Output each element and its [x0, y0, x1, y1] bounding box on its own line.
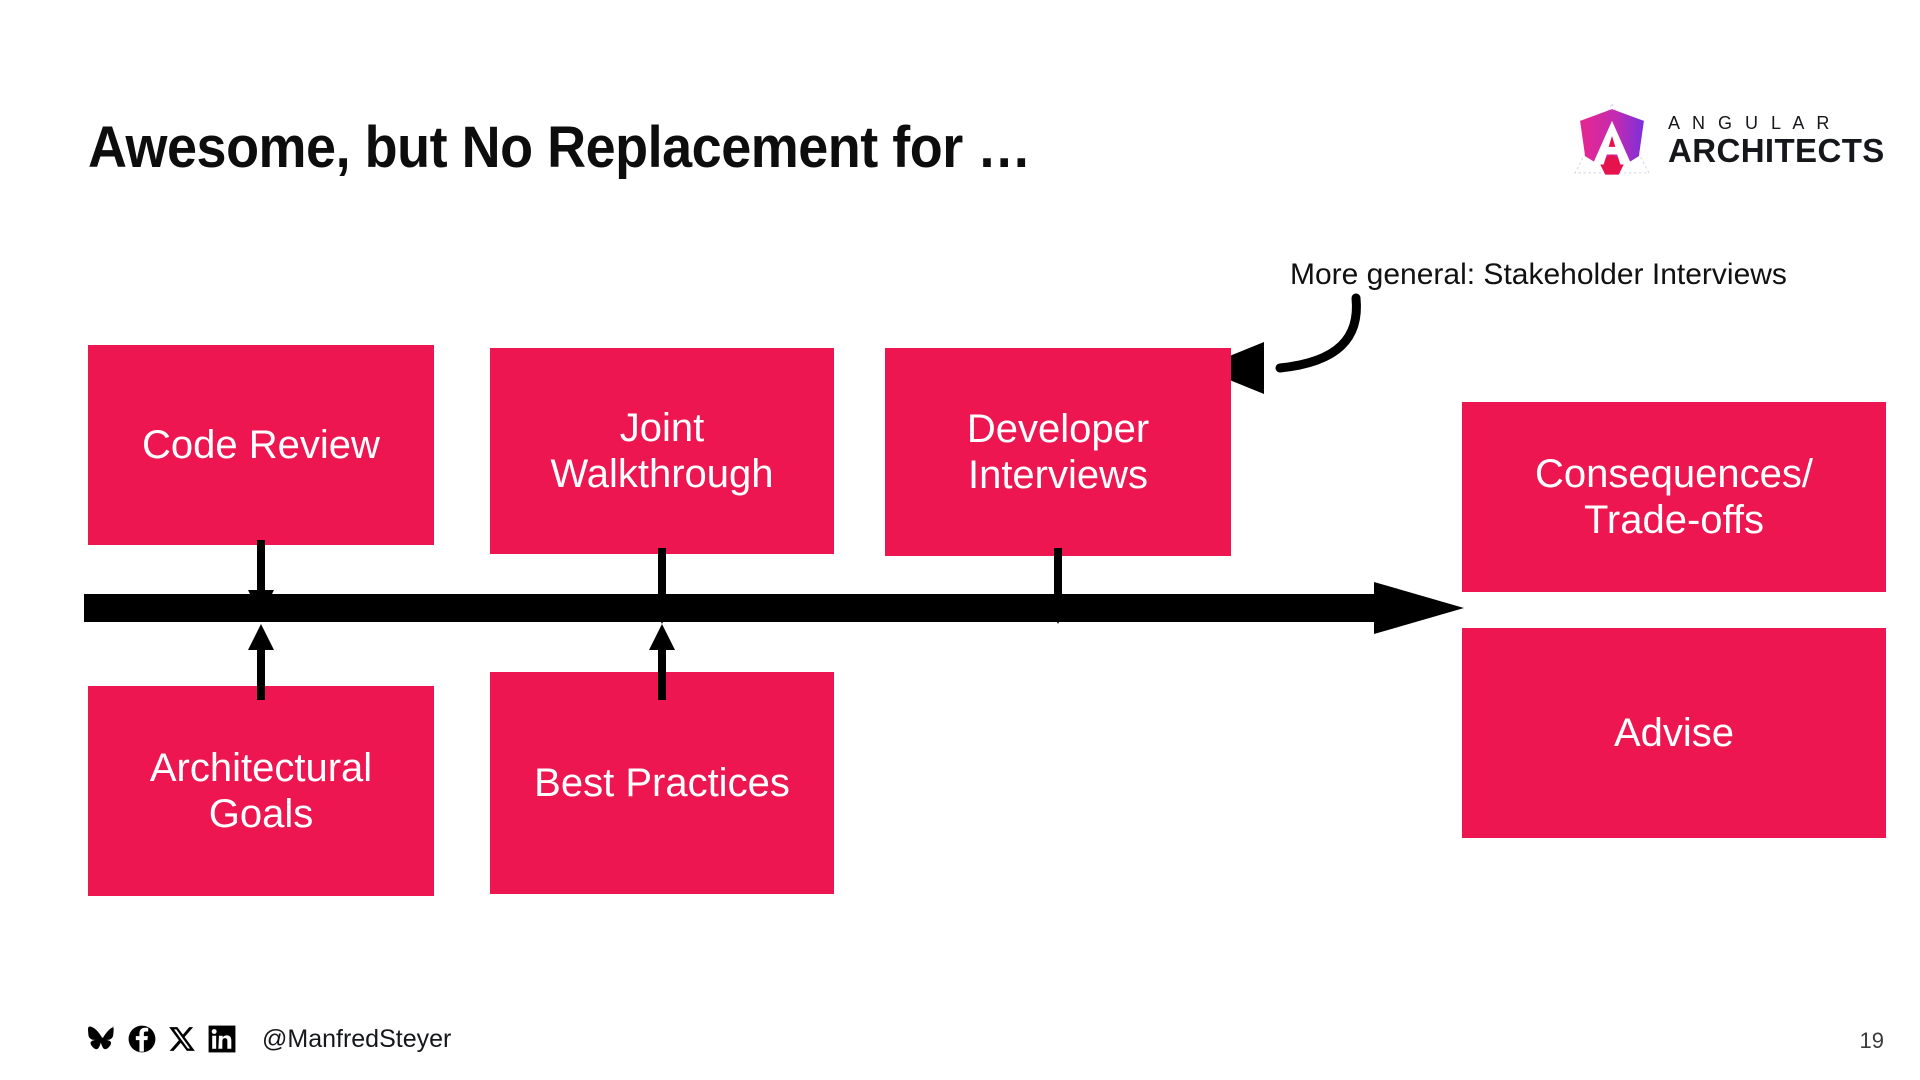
box-label: Advise	[1613, 710, 1735, 755]
box-label: Architectural Goals	[149, 745, 373, 836]
logo-wordmark: A N G U L A R ARCHITECTS	[1668, 113, 1885, 168]
page-number: 19	[1859, 1028, 1884, 1053]
box-label: Joint Walkthrough	[550, 405, 774, 496]
x-twitter-icon[interactable]	[168, 1025, 196, 1053]
connector-arrow-developer-interviews-down-icon	[1045, 548, 1071, 624]
connector-arrow-architectural-goals-up-icon	[248, 624, 274, 700]
footer: @ManfredSteyer	[88, 1022, 451, 1056]
box-label: Code Review	[142, 422, 380, 467]
linkedin-icon[interactable]	[208, 1025, 236, 1053]
footer-handle: @ManfredSteyer	[262, 1024, 452, 1053]
connector-arrow-joint-walkthrough-down-icon	[649, 548, 675, 624]
box-label: Developer Interviews	[966, 406, 1150, 497]
box-developer-interviews[interactable]: Developer Interviews	[885, 348, 1231, 556]
box-label: Consequences/ Trade-offs	[1535, 451, 1813, 542]
logo-text-angular: A N G U L A R	[1668, 113, 1834, 134]
box-code-review[interactable]: Code Review	[88, 345, 434, 545]
connector-arrow-best-practices-up-icon	[649, 624, 675, 700]
box-architectural-goals[interactable]: Architectural Goals	[88, 686, 434, 896]
box-label: Best Practices	[534, 760, 790, 805]
bluesky-icon[interactable]	[88, 1025, 116, 1053]
angular-architects-logo: A N G U L A R ARCHITECTS	[1570, 98, 1884, 184]
annotation-label: More general: Stakeholder Interviews	[1290, 258, 1787, 291]
connector-arrow-code-review-down-icon	[248, 540, 274, 616]
page-title: Awesome, but No Replacement for …	[88, 115, 1031, 180]
box-best-practices[interactable]: Best Practices	[490, 672, 834, 894]
facebook-icon[interactable]	[128, 1025, 156, 1053]
box-consequences-trade-offs[interactable]: Consequences/ Trade-offs	[1462, 402, 1886, 592]
box-advise[interactable]: Advise	[1462, 628, 1886, 838]
box-joint-walkthrough[interactable]: Joint Walkthrough	[490, 348, 834, 554]
main-timeline-arrow-icon	[84, 582, 1464, 634]
curved-arrow-icon	[1200, 293, 1361, 394]
logo-text-architects: ARCHITECTS	[1668, 132, 1885, 170]
angular-shield-logo-icon	[1574, 102, 1650, 175]
